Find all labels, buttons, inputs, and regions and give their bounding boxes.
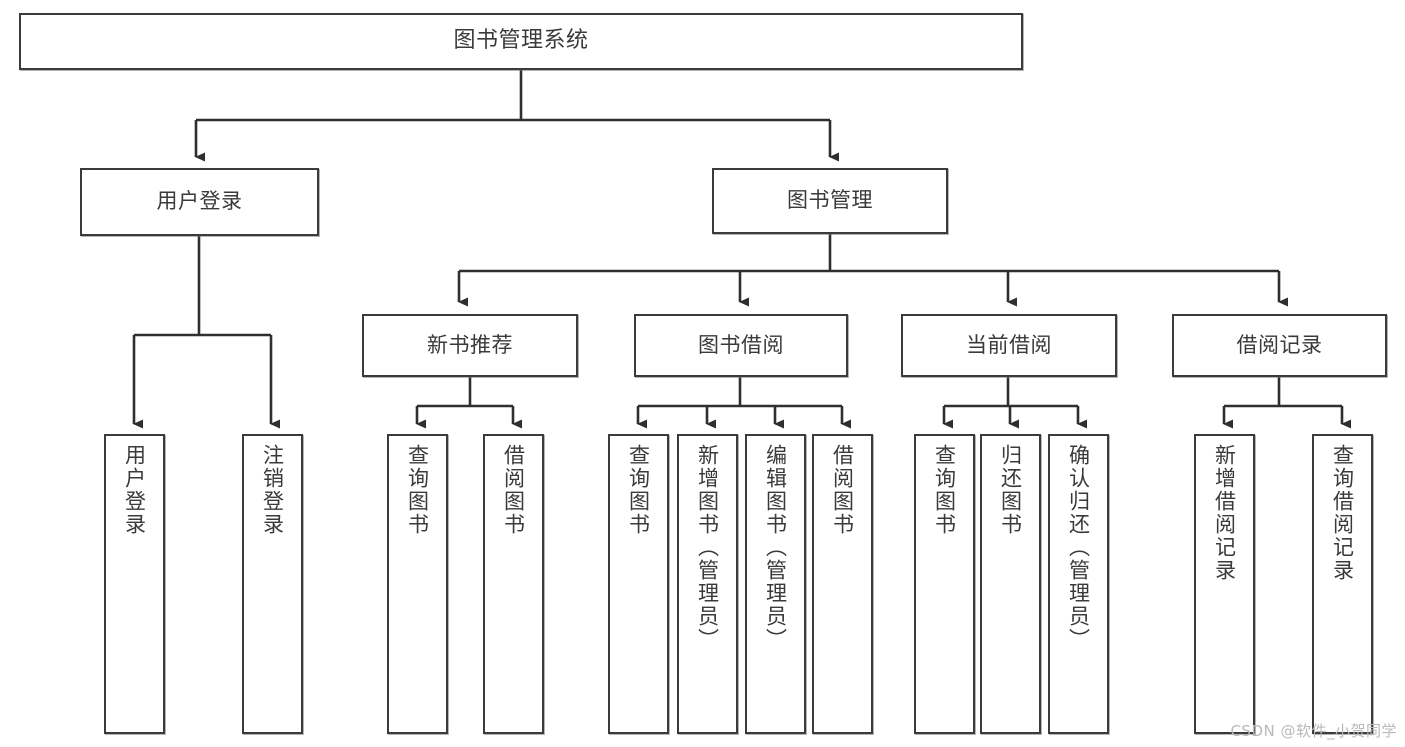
node-current-borrow[interactable]: 当前借阅 bbox=[901, 314, 1117, 377]
leaf-borrow-book-borrow[interactable]: 借阅图书 bbox=[812, 434, 873, 734]
node-label: 当前借阅 bbox=[966, 332, 1052, 357]
node-label: 新增借阅记录 bbox=[1212, 444, 1237, 582]
leaf-add-borrow-record[interactable]: 新增借阅记录 bbox=[1194, 434, 1255, 734]
node-label: 借阅图书 bbox=[830, 444, 855, 536]
node-label: 查询图书 bbox=[932, 444, 957, 536]
node-label: 查询图书 bbox=[626, 444, 651, 536]
node-label: 查询借阅记录 bbox=[1330, 444, 1355, 582]
node-book-management[interactable]: 图书管理 bbox=[712, 168, 948, 234]
node-label: 图书管理系统 bbox=[453, 28, 589, 54]
node-label: 图书管理 bbox=[787, 188, 873, 213]
leaf-query-book-newbook[interactable]: 查询图书 bbox=[387, 434, 448, 734]
leaf-add-book-admin[interactable]: 新增图书（管理员） bbox=[677, 434, 738, 734]
node-label: 借阅图书 bbox=[501, 444, 526, 536]
node-label: 新增图书（管理员） bbox=[695, 444, 720, 651]
node-user-login[interactable]: 用户登录 bbox=[80, 168, 319, 236]
node-label: 用户登录 bbox=[122, 444, 147, 536]
leaf-query-borrow-record[interactable]: 查询借阅记录 bbox=[1312, 434, 1373, 734]
node-label: 编辑图书（管理员） bbox=[763, 444, 788, 651]
node-label: 新书推荐 bbox=[427, 332, 513, 357]
node-label: 借阅记录 bbox=[1236, 332, 1323, 357]
node-label: 图书借阅 bbox=[698, 332, 784, 357]
leaf-borrow-book-newbook[interactable]: 借阅图书 bbox=[483, 434, 544, 734]
node-label: 查询图书 bbox=[405, 444, 430, 536]
node-borrow-record[interactable]: 借阅记录 bbox=[1172, 314, 1387, 377]
leaf-logout[interactable]: 注销登录 bbox=[242, 434, 303, 734]
node-root-book-management-system[interactable]: 图书管理系统 bbox=[19, 13, 1023, 70]
node-label: 用户登录 bbox=[156, 189, 243, 214]
leaf-return-book[interactable]: 归还图书 bbox=[980, 434, 1041, 734]
leaf-user-login[interactable]: 用户登录 bbox=[104, 434, 165, 734]
node-label: 注销登录 bbox=[260, 444, 285, 536]
node-label: 确认归还（管理员） bbox=[1066, 444, 1091, 651]
node-book-borrow[interactable]: 图书借阅 bbox=[634, 314, 848, 377]
leaf-confirm-return-admin[interactable]: 确认归还（管理员） bbox=[1048, 434, 1109, 734]
leaf-query-book-current[interactable]: 查询图书 bbox=[914, 434, 975, 734]
leaf-query-book-borrow[interactable]: 查询图书 bbox=[608, 434, 669, 734]
node-new-book-recommend[interactable]: 新书推荐 bbox=[362, 314, 578, 377]
leaf-edit-book-admin[interactable]: 编辑图书（管理员） bbox=[745, 434, 806, 734]
node-label: 归还图书 bbox=[998, 444, 1023, 536]
